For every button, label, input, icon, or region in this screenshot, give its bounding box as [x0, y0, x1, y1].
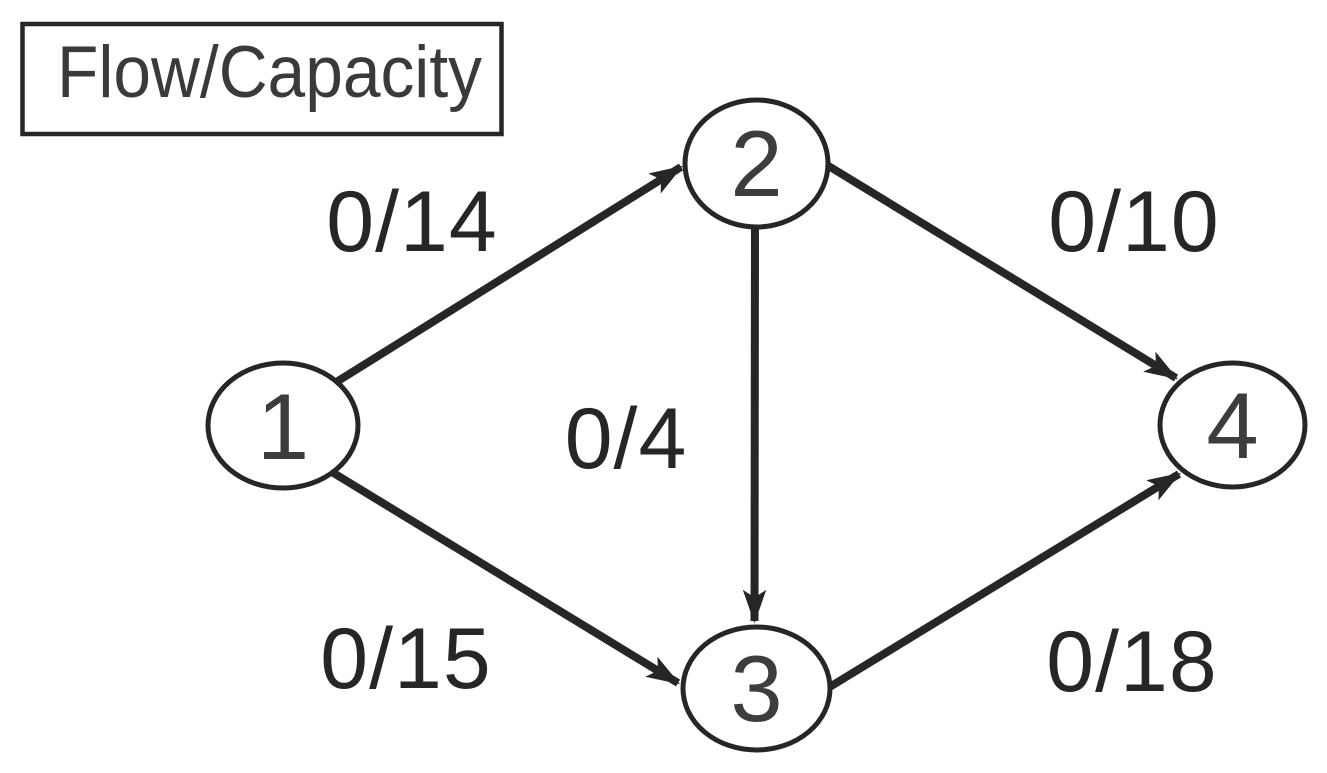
node-2-label: 2 — [730, 111, 782, 216]
node-3-circle — [680, 624, 833, 753]
node-2: 2 — [682, 97, 831, 230]
node-1-circle — [205, 360, 361, 491]
edge-1-2-line — [327, 163, 684, 390]
node-4: 4 — [1157, 360, 1308, 490]
edge-1-3-label: 0/15 — [320, 611, 491, 707]
edge-1-2-label: 0/14 — [326, 174, 497, 270]
edge-2-3-label: 0/4 — [565, 391, 688, 487]
node-1-label: 1 — [257, 374, 309, 479]
node-3: 3 — [680, 624, 833, 753]
edges — [319, 158, 1182, 692]
node-1: 1 — [205, 360, 361, 491]
node-4-circle — [1157, 360, 1308, 490]
edge-3-4-line — [825, 470, 1182, 692]
node-4-label: 4 — [1206, 373, 1258, 478]
edge-2-4-label: 0/10 — [1048, 174, 1219, 270]
edge-2-4-line — [819, 158, 1179, 382]
node-2-circle — [682, 97, 831, 230]
legend: Flow/Capacity — [20, 21, 504, 137]
edge-3-4-label: 0/18 — [1046, 614, 1217, 710]
node-3-label: 3 — [730, 636, 782, 741]
edge-2-3-line — [742, 214, 767, 624]
edge-labels: 0/14 0/15 0/4 0/10 0/18 — [320, 174, 1219, 710]
legend-label: Flow/Capacity — [57, 32, 482, 113]
legend-box — [20, 21, 504, 137]
edge-1-3-line — [319, 462, 681, 687]
